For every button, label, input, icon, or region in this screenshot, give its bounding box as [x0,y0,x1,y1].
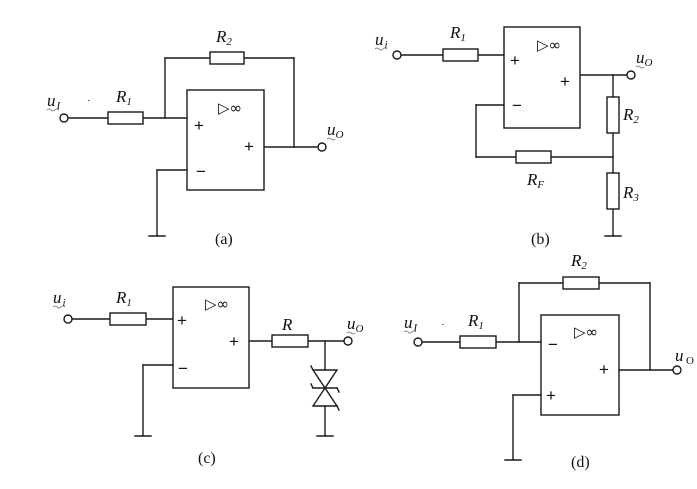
circuit-b-caption: (b) [531,231,550,248]
circuit-a-opamp [186,89,265,191]
circuit-b-resistor-r2 [606,96,620,134]
circuit-d-input-terminal [413,337,423,347]
circuit-c-input-underline [52,305,66,309]
circuit-d-resistor-r2 [562,276,600,290]
circuit-d-opamp [540,314,620,416]
circuit-d-wires [421,282,674,461]
circuit-a: ▷∞ + − + uI · R1 R2 uO (a) [46,27,344,248]
circuit-b-resistor-r1 [442,48,479,62]
circuit-d-plus-input: + [546,386,556,405]
circuit-c-wires [71,318,345,437]
circuit-b-r2-label: R2 [622,105,639,126]
circuit-a-input-label: uI [47,91,62,112]
circuit-b-minus-input: − [512,96,522,115]
circuit-d-output-label: u [675,346,684,365]
circuit-d-output-plus: + [599,360,609,379]
circuit-d: ▷∞ − + + uI · R1 R2 u O (d) [403,251,694,471]
circuit-d-minus-input: − [548,335,558,354]
circuit-b-rf-label: RF [526,170,544,191]
circuit-c-opamp-symbol: ▷∞ [205,295,229,313]
circuit-a-dot: · [87,95,91,107]
circuit-d-caption: (d) [571,454,590,471]
circuit-a-caption: (a) [215,231,233,248]
circuit-b-r3-label: R3 [622,183,639,204]
circuit-c-output-label: uO [347,314,364,335]
circuit-b-r1-label: R1 [449,23,466,44]
circuit-d-output-sub: O [686,355,694,367]
circuit-c-minus-input: − [178,359,188,378]
circuit-c-zener-diodes [310,365,340,411]
circuit-b-opamp-symbol: ▷∞ [537,36,561,54]
circuit-a-resistor-r1 [107,111,144,125]
circuit-b-resistor-r3 [606,172,620,210]
circuit-b: ▷∞ + − + ui R1 uO R2 RF R3 (b) [374,23,653,248]
circuit-a-input-underline [46,108,60,112]
circuit-b-output-underline [635,65,645,69]
circuit-a-r2-label: R2 [215,27,232,48]
circuit-b-output-terminal [626,70,636,80]
circuit-c-r1-label: R1 [115,288,132,309]
circuit-a-resistor-r2 [209,51,245,65]
circuit-a-opamp-symbol: ▷∞ [218,99,242,117]
circuit-d-r2-label: R2 [570,251,587,272]
circuit-c-plus-input: + [177,311,187,330]
circuit-c-resistor-r1 [109,312,147,326]
circuit-b-wires [400,54,628,237]
circuit-c-caption: (c) [198,450,216,467]
circuit-d-input-label: uI [404,313,419,334]
circuit-a-output-plus: + [244,137,254,156]
circuit-c-input-label: ui [53,288,66,309]
circuit-d-input-underline [403,330,417,334]
circuit-d-opamp-symbol: ▷∞ [574,323,598,341]
circuit-c-output-underline [346,331,356,335]
circuit-b-resistor-rf [515,150,552,164]
circuit-b-input-label: ui [375,30,388,51]
circuit-c-r-label: R [281,315,293,334]
circuit-d-r1-label: R1 [467,311,484,332]
circuit-d-resistor-r1 [459,335,497,349]
circuit-b-input-underline [374,47,388,51]
circuit-c-input-terminal [63,314,73,324]
circuit-c-output-plus: + [229,332,239,351]
circuit-a-wires [67,57,319,237]
circuit-a-output-terminal [317,142,327,152]
circuit-a-input-terminal [59,113,69,123]
circuit-c-output-terminal [343,336,353,346]
circuit-b-opamp [503,26,581,129]
circuit-d-output-terminal [672,365,682,375]
circuit-b-output-label: uO [636,48,653,69]
circuit-b-input-terminal [392,50,402,60]
circuit-a-output-label: uO [327,120,344,141]
circuit-a-minus-input: − [196,162,206,181]
circuit-b-output-plus: + [560,72,570,91]
circuit-a-output-underline [326,137,336,141]
circuit-c: ▷∞ + − + ui R1 R uO (c) [52,286,364,467]
circuit-d-dot: · [441,319,445,331]
circuit-a-r1-label: R1 [115,87,132,108]
circuit-b-plus-input: + [510,51,520,70]
circuit-c-resistor-r [271,334,309,348]
circuit-c-opamp [172,286,250,389]
circuit-a-plus-input: + [194,116,204,135]
